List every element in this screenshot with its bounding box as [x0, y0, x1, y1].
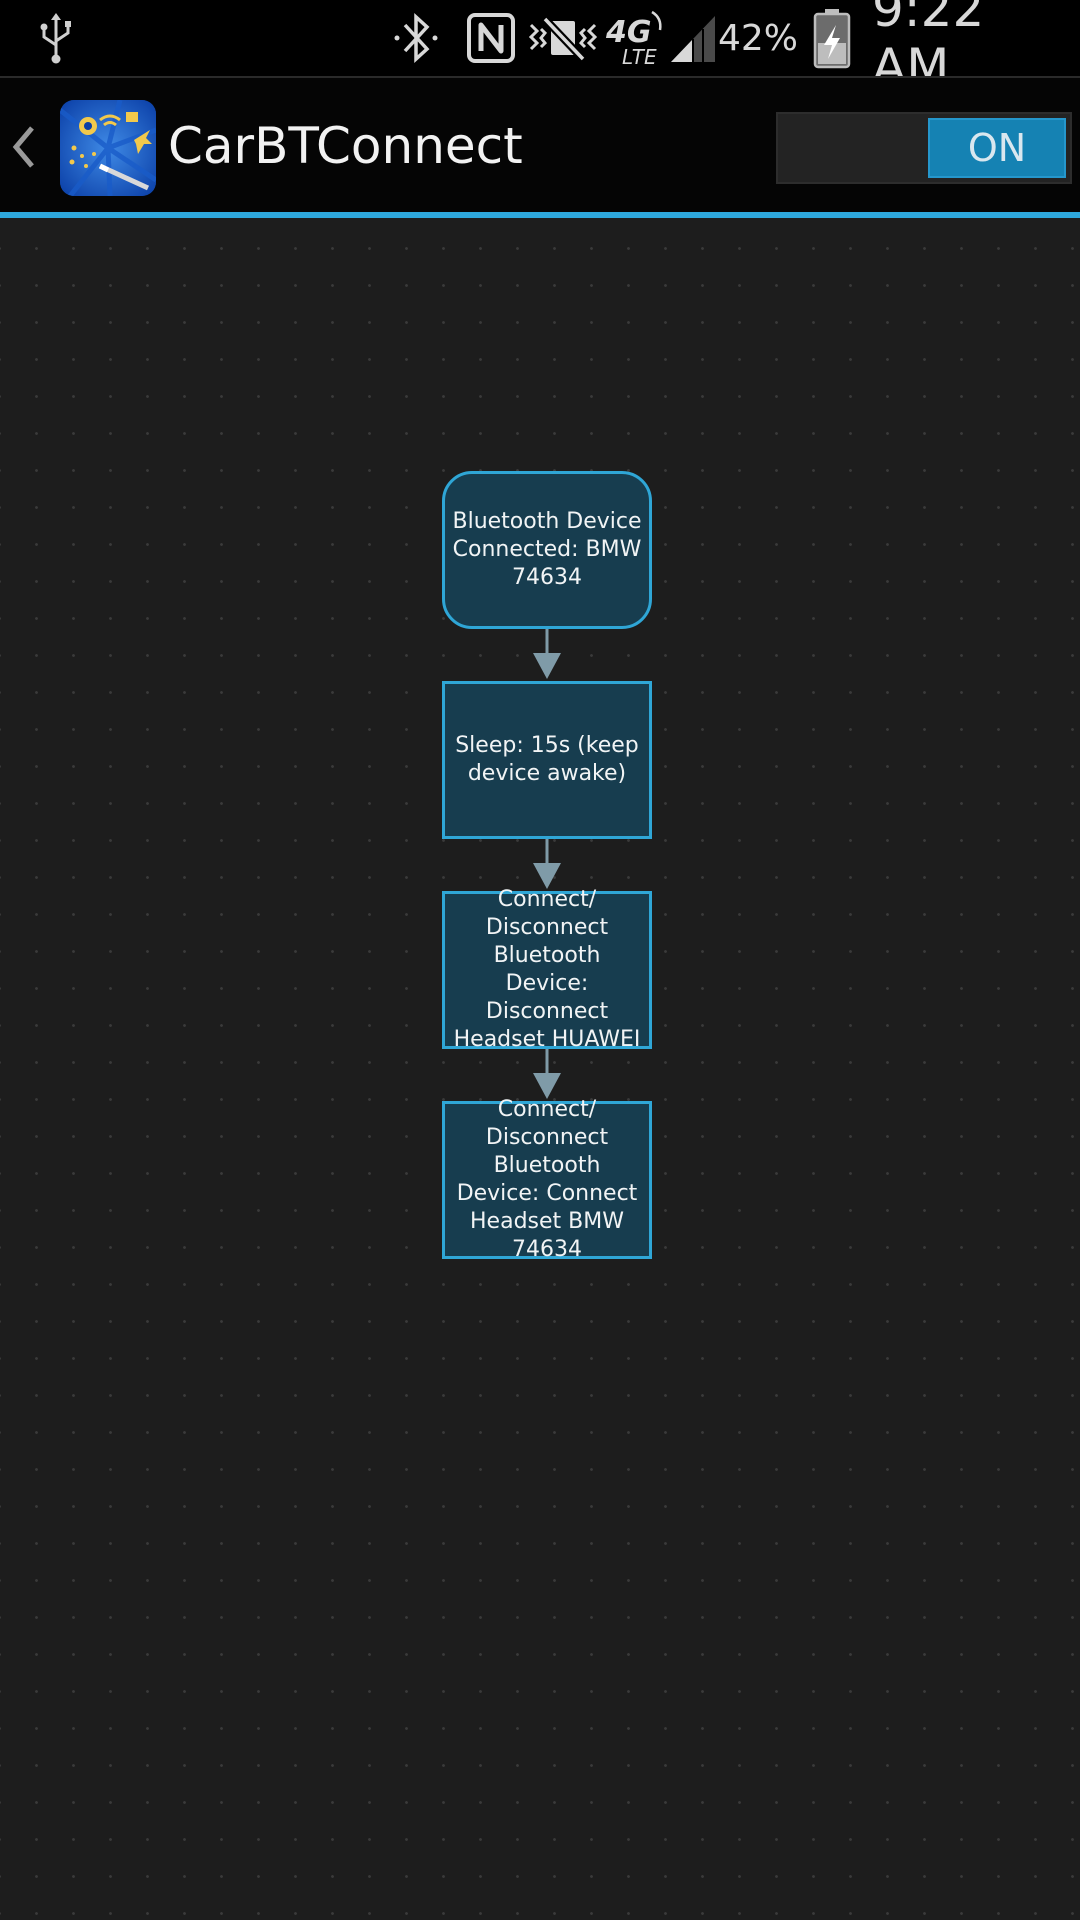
flow-node-disconnect[interactable]: Connect/ Disconnect Bluetooth Device: Di… [442, 887, 652, 1052]
network-label: 4G [605, 15, 652, 50]
flow-node-trigger[interactable]: Bluetooth Device Connected: BMW 74634 [442, 471, 652, 629]
flow-connector [533, 839, 561, 889]
enable-toggle[interactable]: ON [776, 112, 1072, 184]
action-bar-accent [0, 212, 1080, 218]
vibrate-mute-icon [526, 0, 600, 76]
network-sub-label: LTE [622, 45, 657, 68]
battery-percent: 42% [718, 17, 799, 59]
battery-charging-icon [810, 0, 854, 76]
flow-connector [533, 629, 561, 679]
signal-icon [668, 0, 718, 76]
toggle-label: ON [967, 126, 1027, 170]
flow-node-connect[interactable]: Connect/ Disconnect Bluetooth Device: Co… [442, 1097, 652, 1262]
app-icon[interactable] [60, 100, 156, 196]
flow-node-sleep[interactable]: Sleep: 15s (keep device awake) [442, 681, 652, 839]
4g-lte-icon: 4G LTE [604, 0, 666, 76]
nfc-icon [464, 0, 518, 76]
flow-canvas[interactable]: Bluetooth Device Connected: BMW 74634 Sl… [0, 218, 1080, 1920]
flow-node-label: Bluetooth Device Connected: BMW 74634 [452, 509, 642, 590]
flow-node-label: Connect/ Disconnect Bluetooth Device: Di… [453, 887, 641, 1052]
bluetooth-icon [390, 0, 442, 76]
flow-connector [533, 1049, 561, 1099]
flow-node-label: Sleep: 15s (keep device awake) [455, 733, 639, 786]
action-bar: CarBTConnect ON [0, 76, 1080, 214]
usb-icon [30, 0, 82, 76]
clock: 9:22 AM [872, 0, 985, 96]
flow-node-label: Connect/ Disconnect Bluetooth Device: Co… [456, 1097, 638, 1262]
toggle-thumb[interactable]: ON [928, 118, 1066, 178]
app-title: CarBTConnect [168, 117, 523, 175]
status-bar: 4G LTE 42% 9:22 AM [0, 0, 1080, 96]
chevron-left-icon[interactable] [8, 120, 38, 174]
